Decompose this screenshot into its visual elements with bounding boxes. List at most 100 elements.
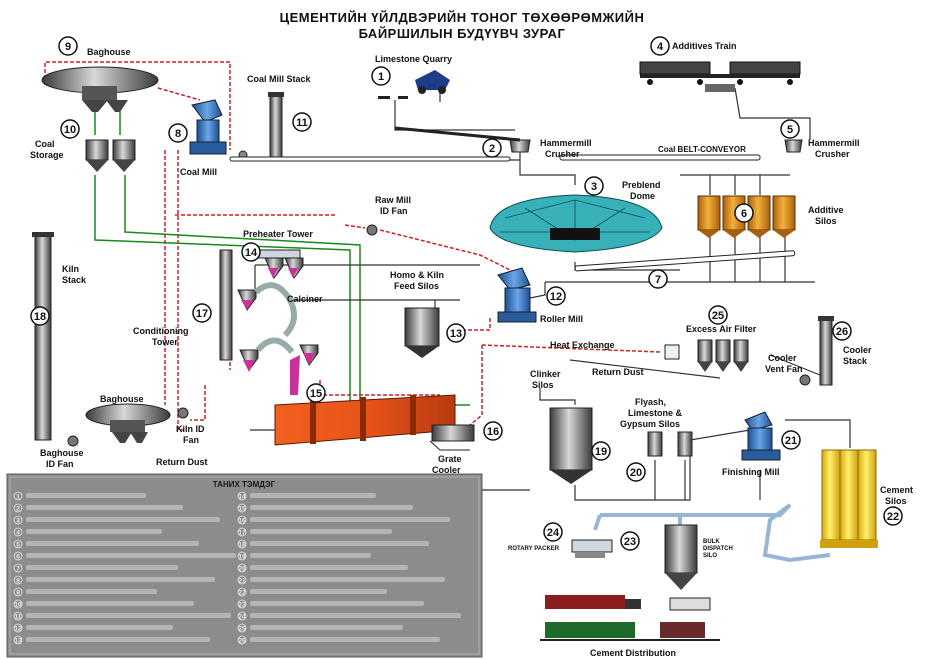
number-text: 13 (450, 328, 462, 340)
legend-number-circle (237, 635, 247, 645)
label-coal-mill-stack: Coal Mill Stack (247, 74, 312, 84)
label-flyash-2: Limestone & (628, 408, 683, 418)
legend-number: 4 (16, 529, 20, 536)
legend-number-circle (13, 515, 23, 525)
number-circle (650, 36, 670, 56)
preheater-tower (237, 249, 319, 395)
legend-row-14: 14 (237, 491, 376, 501)
preblend-dome (489, 194, 663, 253)
label-preblend-1: Preblend (622, 180, 661, 190)
legend-row-21: 21 (237, 575, 445, 585)
legend-number-circle (13, 551, 23, 561)
number-text: 22 (887, 511, 899, 523)
legend-number: 25 (238, 625, 246, 632)
number-circle (734, 203, 754, 223)
legend-number-circle (13, 539, 23, 549)
rotary-kiln (274, 394, 456, 446)
number-text: 15 (310, 388, 322, 400)
legend-number: 22 (238, 589, 246, 596)
legend-description-illegible (26, 553, 236, 558)
number-circle (626, 462, 646, 482)
finishing-mill (741, 411, 781, 461)
legend-number-circle (237, 503, 247, 513)
legend-number-circle (13, 599, 23, 609)
number-text: 11 (296, 117, 308, 129)
legend-description-illegible (26, 493, 146, 498)
label-hammermill-1b: Crusher (545, 149, 580, 159)
legend-number-circle (237, 539, 247, 549)
legend-number-circle (13, 635, 23, 645)
kiln-stack (32, 232, 54, 441)
label-kiln-stack-2: Stack (62, 275, 87, 285)
legend-title: ТАНИХ ТЭМДЭГ (213, 480, 276, 489)
legend-number: 11 (15, 613, 22, 620)
additives-train (639, 61, 801, 92)
number-circle (620, 531, 640, 551)
legend-description-illegible (250, 505, 413, 510)
number-circle (58, 36, 78, 56)
legend-description-illegible (250, 553, 371, 558)
label-homo-2: Feed Silos (394, 281, 439, 291)
legend-description-illegible (26, 505, 183, 510)
legend-row-18: 18 (237, 539, 429, 549)
number-circle (780, 119, 800, 139)
label-hammermill-1a: Hammermill (540, 138, 592, 148)
cement-distribution-vehicles (540, 595, 720, 641)
number-marker-3: 3 (584, 176, 604, 196)
number-text: 5 (787, 124, 793, 136)
label-roller-mill: Roller Mill (540, 314, 583, 324)
label-kiln-id-1: Kiln ID (176, 424, 205, 434)
legend-row-4: 4 (13, 527, 162, 537)
legend-row-9: 9 (13, 587, 157, 597)
number-circle (781, 430, 801, 450)
clinker-silo (549, 407, 593, 484)
legend-number-circle (237, 587, 247, 597)
flyash-gypsum-silos (647, 431, 693, 457)
label-additive-silos-2: Silos (815, 216, 837, 226)
legend-row-7: 7 (13, 563, 178, 573)
legend-number-circle (13, 587, 23, 597)
legend-number-circle (13, 623, 23, 633)
legend-description-illegible (26, 541, 199, 546)
legend-number-circle (237, 527, 247, 537)
legend-number-circle (13, 503, 23, 513)
baghouse-lower (67, 403, 189, 447)
legend-row-25: 25 (237, 623, 403, 633)
legend-row-24: 24 (237, 611, 461, 621)
legend-description-illegible (26, 517, 220, 522)
label-cement-silos-2: Silos (885, 496, 907, 506)
excess-air-filter (664, 339, 811, 386)
label-kiln-stack-1: Kiln (62, 264, 79, 274)
legend-number: 19 (238, 553, 246, 560)
legend-description-illegible (250, 565, 408, 570)
number-marker-17: 17 (192, 303, 212, 323)
legend-description-illegible (250, 577, 445, 582)
hammermill-crusher-2 (784, 139, 803, 153)
number-circle (591, 441, 611, 461)
blue-pipe (593, 503, 831, 563)
number-marker-13: 13 (446, 323, 466, 343)
legend-number-circle (237, 491, 247, 501)
cooler-stack (818, 316, 834, 386)
legend-number-circle (237, 551, 247, 561)
title-line-1: ЦЕМЕНТИЙН ҮЙЛДВЭРИЙН ТОНОГ ТӨХӨӨРӨМЖИЙН (280, 10, 645, 25)
label-kiln-id-2: Fan (183, 435, 199, 445)
label-cement-distribution: Cement Distribution (590, 648, 676, 658)
number-marker-16: 16 (483, 421, 503, 441)
legend-number-circle (13, 575, 23, 585)
number-circle (708, 305, 728, 325)
label-additive-silos-1: Additive (808, 205, 844, 215)
legend-number: 20 (238, 565, 246, 572)
grate-cooler (429, 424, 475, 451)
rotary-packer (571, 539, 613, 558)
number-marker-26: 26 (832, 321, 852, 341)
label-rotary-packer: ROTARY PACKER (508, 546, 560, 552)
legend-row-3: 3 (13, 515, 220, 525)
number-text: 18 (34, 311, 46, 323)
number-marker-15: 15 (306, 383, 326, 403)
number-marker-1: 1 (371, 66, 391, 86)
legend-description-illegible (250, 493, 376, 498)
legend-row-17: 17 (237, 527, 392, 537)
number-circle (483, 421, 503, 441)
legend-number: 18 (238, 541, 246, 548)
